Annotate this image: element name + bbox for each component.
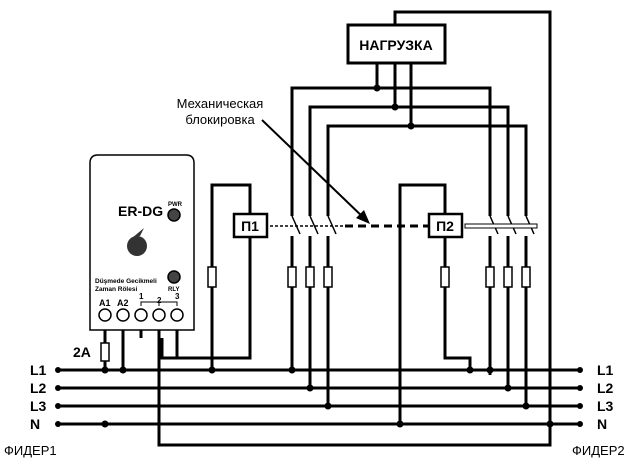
contactor-k2-fuses: [440, 266, 531, 288]
fuse-rating-label: 2A: [73, 344, 91, 360]
line-labels-right: L1 L2 L3 N: [597, 362, 614, 432]
line-label-l3-right: L3: [597, 398, 614, 414]
line-label-l2-left: L2: [30, 380, 47, 396]
load-dots: [373, 84, 415, 130]
contactor-k1-wiring: [160, 183, 330, 406]
changeover-contact-mark: [140, 301, 160, 306]
junction-dots: [101, 366, 554, 428]
busbars: [55, 367, 583, 427]
line-labels-left: L1 L2 L3 N: [30, 362, 47, 432]
load-wiring: [290, 10, 552, 424]
interlock-label-line1: Механическая: [177, 96, 264, 111]
rly-led: [167, 270, 181, 284]
load-box: [346, 23, 447, 65]
contactor-k1-fuses: [207, 266, 333, 288]
line-label-n-left: N: [30, 416, 40, 432]
load-label: НАГРУЗКА: [359, 37, 432, 53]
time-knob-pointer: [132, 228, 144, 238]
time-knob-icon: [127, 236, 147, 256]
contactor-k2-box: [427, 212, 464, 239]
line-label-l2-right: L2: [597, 380, 614, 396]
terminal-label-2: 2: [157, 296, 162, 305]
terminal-label-3: 3: [175, 292, 180, 301]
feeder2-label: ФИДЕР2: [572, 443, 625, 458]
relay-model: ER-DG: [118, 203, 163, 219]
interlock-pointer-arrow: [261, 119, 367, 221]
time-relay: ER-DG PWR RLY Düşmede Gecikmeli Zaman Rö…: [89, 154, 195, 331]
rly-label: RLY: [168, 287, 179, 293]
changeover-contact-mark-2: [159, 301, 178, 306]
line-label-l1-left: L1: [30, 362, 47, 378]
fuse-2a: [100, 342, 110, 362]
terminal-label-a2: A2: [117, 298, 129, 308]
feeder1-label: ФИДЕР1: [4, 443, 57, 458]
relay-desc-line1: Düşmede Gecikmeli: [95, 278, 157, 285]
relay-desc-line2: Zaman Rölesi: [95, 286, 137, 293]
pwr-label: PWR: [168, 202, 183, 208]
pwr-led: [167, 208, 181, 222]
line-label-l1-right: L1: [597, 362, 614, 378]
contactor-k1-box: [232, 212, 269, 239]
contactor-k2-label: П2: [436, 218, 454, 234]
terminal-label-a1: A1: [99, 298, 111, 308]
contactor-k2-wiring: [398, 183, 528, 424]
contactor-k2-switches: [464, 215, 538, 235]
contactor-k1-switches: [270, 215, 345, 235]
line-label-l3-left: L3: [30, 398, 47, 414]
interlock-arrowhead: [356, 210, 370, 224]
bus-end-dots: [55, 367, 583, 427]
contactor-k1-label: П1: [241, 218, 259, 234]
terminal-label-1: 1: [139, 292, 144, 301]
relay-terminals: [98, 308, 184, 322]
line-label-n-right: N: [597, 416, 607, 432]
interlock-label-line2: блокировка: [185, 112, 255, 127]
